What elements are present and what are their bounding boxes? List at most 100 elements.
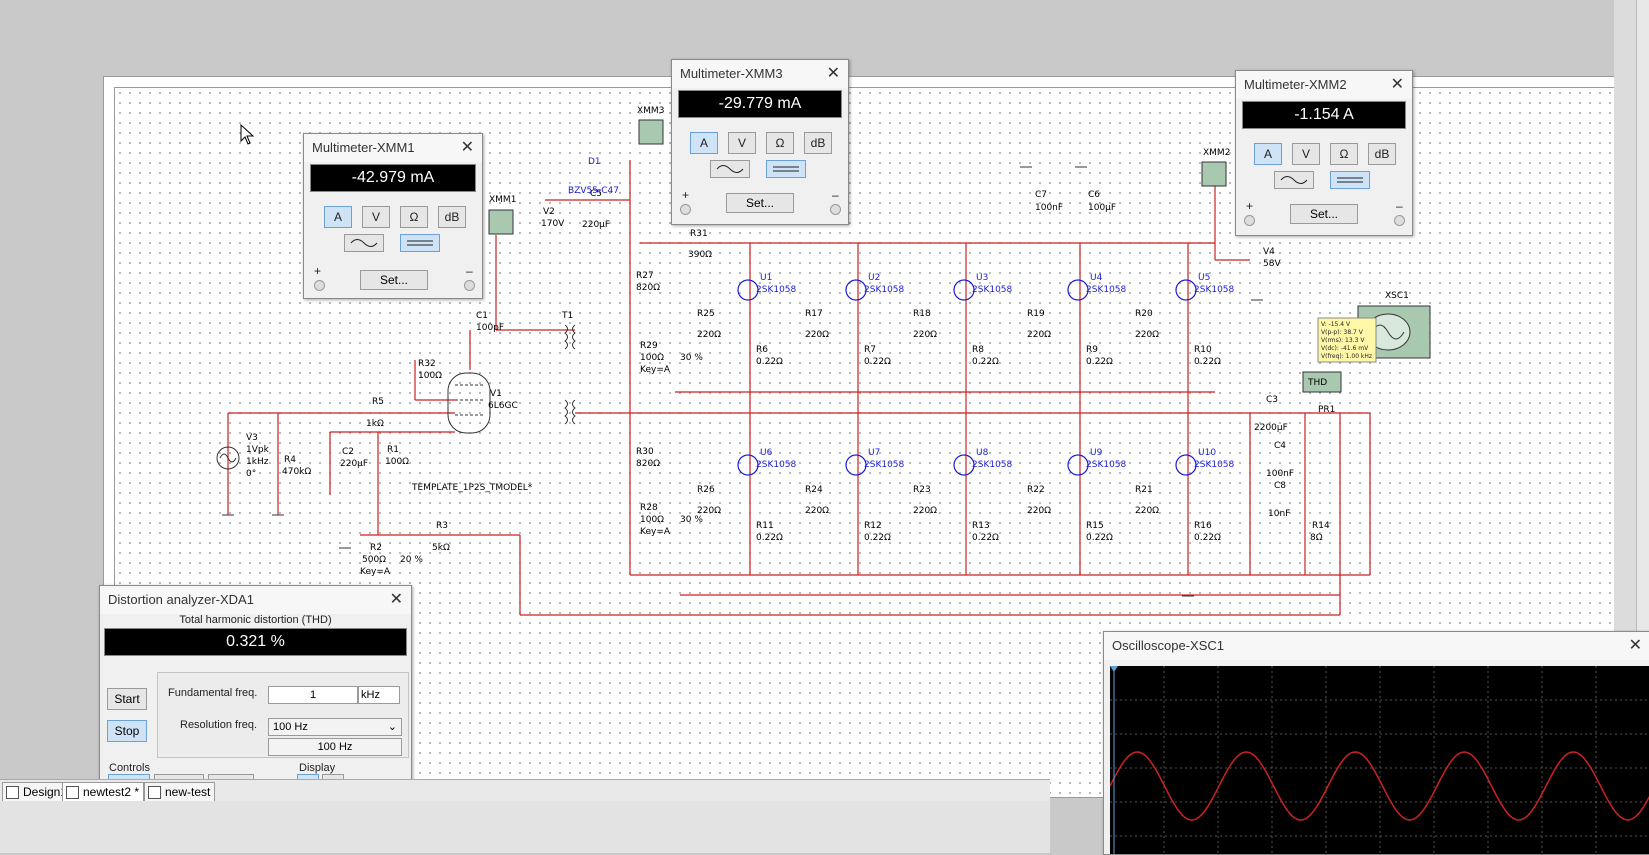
distortion-analyzer-window[interactable]: Distortion analyzer-XDA1✕ Total harmonic… [99,585,412,805]
decibel-mode-button[interactable]: dB [438,206,466,228]
plus-terminal-icon[interactable] [314,280,325,291]
close-icon[interactable]: ✕ [826,65,840,82]
svg-text:0°: 0° [246,469,256,479]
mosfet-label: U6 [760,448,773,458]
svg-text:100nF: 100nF [1035,203,1063,213]
gate-resistor-label: R22 [1027,485,1045,495]
plus-terminal-label: + [682,188,690,202]
ammeter-mode-button[interactable]: A [1254,143,1282,165]
gate-resistor-value: 220Ω [805,506,829,516]
plus-terminal-icon[interactable] [680,204,691,215]
voltmeter-mode-button[interactable]: V [1292,143,1320,165]
svg-text:R14: R14 [1312,521,1330,531]
gate-resistor-label: R18 [913,309,931,319]
source-resistor-label: R16 [1194,521,1212,531]
svg-text:500Ω: 500Ω [362,555,386,565]
svg-text:V1: V1 [490,389,502,399]
settings-button[interactable]: Set... [726,193,794,213]
multimeter-xmm2-window[interactable]: Multimeter-XMM2✕ -1.154 A A V Ω dB Set..… [1235,70,1413,236]
dc-mode-button[interactable] [766,160,806,178]
fundamental-unit-select[interactable]: kHz [358,686,400,704]
svg-text:C8: C8 [1274,481,1286,491]
svg-text:V2: V2 [543,207,555,217]
ohmmeter-mode-button[interactable]: Ω [1330,143,1358,165]
tab-new-test[interactable]: new-test [144,782,216,802]
bottom-panel [0,801,1050,853]
stop-button[interactable]: Stop [107,720,147,742]
mosfets [737,279,1197,476]
tab-design1[interactable]: Design1 [2,782,73,802]
fundamental-freq-input[interactable]: 1 [268,686,358,704]
voltmeter-mode-button[interactable]: V [728,132,756,154]
gate-resistor-label: R26 [697,485,715,495]
start-button[interactable]: Start [107,688,147,710]
svg-text:V3: V3 [246,433,258,443]
close-icon[interactable]: ✕ [460,139,474,156]
svg-text:BZV55-C47: BZV55-C47 [568,186,619,196]
settings-button[interactable]: Set... [360,270,428,290]
gate-resistor-value: 220Ω [1027,506,1051,516]
ohmmeter-mode-button[interactable]: Ω [400,206,428,228]
voltmeter-mode-button[interactable]: V [362,206,390,228]
close-icon[interactable]: ✕ [389,591,403,608]
resolution-freq-select[interactable]: 100 Hz⌄ [268,718,402,736]
svg-text:820Ω: 820Ω [636,283,660,293]
ammeter-mode-button[interactable]: A [324,206,352,228]
resolution-freq-readout: 100 Hz [268,738,402,756]
svg-text:100µF: 100µF [1088,203,1116,213]
multimeter-xmm3-window[interactable]: Multimeter-XMM3✕ -29.779 mA A V Ω dB Set… [671,59,849,225]
decibel-mode-button[interactable]: dB [1368,143,1396,165]
multimeter-xmm1-window[interactable]: Multimeter-XMM1✕ -42.979 mA A V Ω dB Set… [303,133,483,299]
svg-text:R1: R1 [387,445,399,455]
svg-text:R4: R4 [284,455,296,465]
dc-mode-button[interactable] [400,234,440,252]
minus-terminal-label: – [466,264,473,278]
dc-mode-button[interactable] [1330,171,1370,189]
multimeter-xmm3-title: Multimeter-XMM3✕ [672,60,848,88]
gate-resistor-value: 220Ω [697,506,721,516]
minus-terminal-icon[interactable] [830,204,841,215]
svg-text:390Ω: 390Ω [688,250,712,260]
design-tabs: Design1 newtest2 * new-test [0,779,1050,802]
ohmmeter-mode-button[interactable]: Ω [766,132,794,154]
oscilloscope-window[interactable]: Oscilloscope-XSC1✕ [1103,631,1649,855]
minus-terminal-icon[interactable] [1394,215,1405,226]
fundamental-freq-label: Fundamental freq. [168,687,258,699]
ac-mode-button[interactable] [344,234,384,252]
svg-text:XMM3: XMM3 [637,106,664,116]
tab-newtest2[interactable]: newtest2 * [62,782,145,802]
ac-mode-button[interactable] [1274,171,1314,189]
gate-resistor-value: 220Ω [1135,506,1159,516]
mosfet-label: U2 [868,273,880,283]
svg-text:V(p-p): 38.7 V: V(p-p): 38.7 V [1321,329,1364,336]
svg-text:THD: THD [1307,378,1327,388]
decibel-mode-button[interactable]: dB [804,132,832,154]
cursor-marker-icon [1110,666,1118,672]
gate-resistor-label: R23 [913,485,931,495]
document-icon [6,786,19,799]
svg-text:R3: R3 [436,521,448,531]
minus-terminal-icon[interactable] [464,280,475,291]
multimeter-xmm2-display: -1.154 A [1242,101,1406,129]
mosfet-label: U1 [760,273,772,283]
probe-readout: V: -15.4 V V(p-p): 38.7 V V(rms): 13.3 V… [1321,321,1372,360]
wires [227,160,1371,616]
source-resistor-value: 0.22Ω [1194,533,1221,543]
ac-mode-button[interactable] [710,160,750,178]
settings-button[interactable]: Set... [1290,204,1358,224]
close-icon[interactable]: ✕ [1390,76,1404,93]
svg-text:TEMPLATE_1P2S_TMODEL*: TEMPLATE_1P2S_TMODEL* [411,483,533,493]
svg-text:V(freq): 1.00 kHz: V(freq): 1.00 kHz [1321,353,1372,360]
close-icon[interactable]: ✕ [1628,637,1642,654]
svg-text:V(rms): 13.3 V: V(rms): 13.3 V [1321,337,1365,344]
svg-text:470kΩ: 470kΩ [282,467,311,477]
plus-terminal-label: + [314,264,322,278]
source-resistor-value: 0.22Ω [1086,357,1113,367]
xmm2-symbol [1201,161,1227,187]
gate-resistor-value: 220Ω [1135,330,1159,340]
ammeter-mode-button[interactable]: A [690,132,718,154]
oscilloscope-screen[interactable] [1110,666,1649,854]
plus-terminal-icon[interactable] [1244,215,1255,226]
svg-text:R27: R27 [636,271,654,281]
minus-terminal-label: – [1396,199,1403,213]
